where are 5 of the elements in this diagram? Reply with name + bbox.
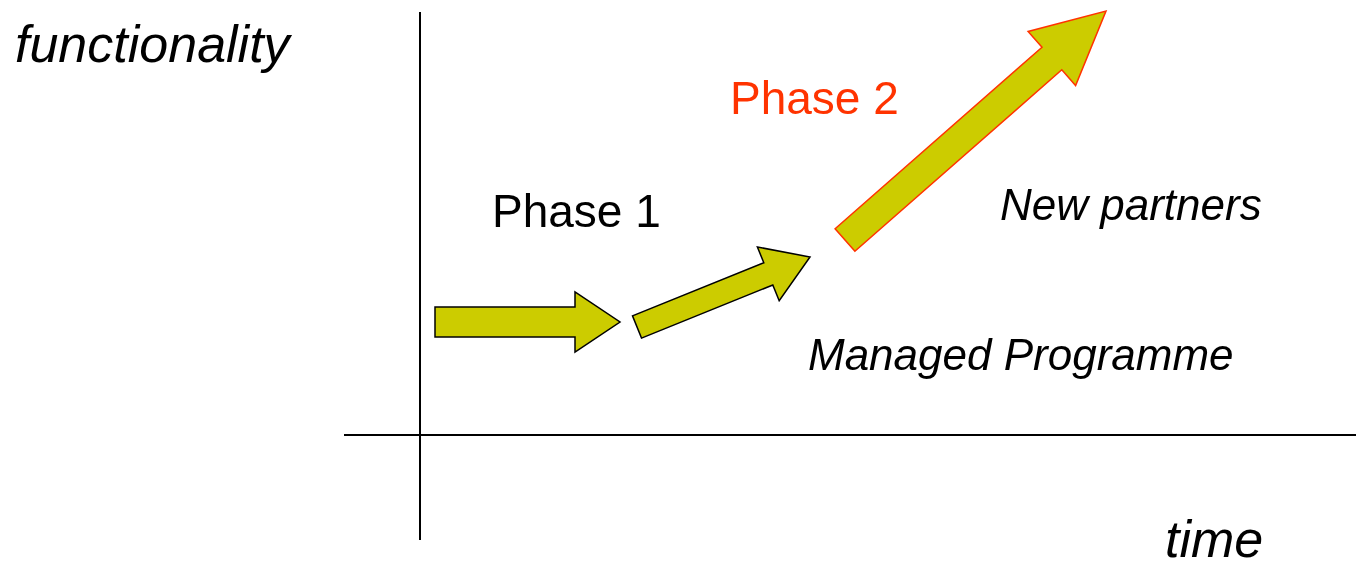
stage-label: Managed Programme: [808, 333, 1234, 377]
axis-label: time: [1165, 513, 1264, 563]
phase-label: Phase 1: [492, 188, 661, 234]
stage-label: New partners: [1000, 183, 1262, 227]
phase-label: Phase 2: [730, 75, 899, 121]
